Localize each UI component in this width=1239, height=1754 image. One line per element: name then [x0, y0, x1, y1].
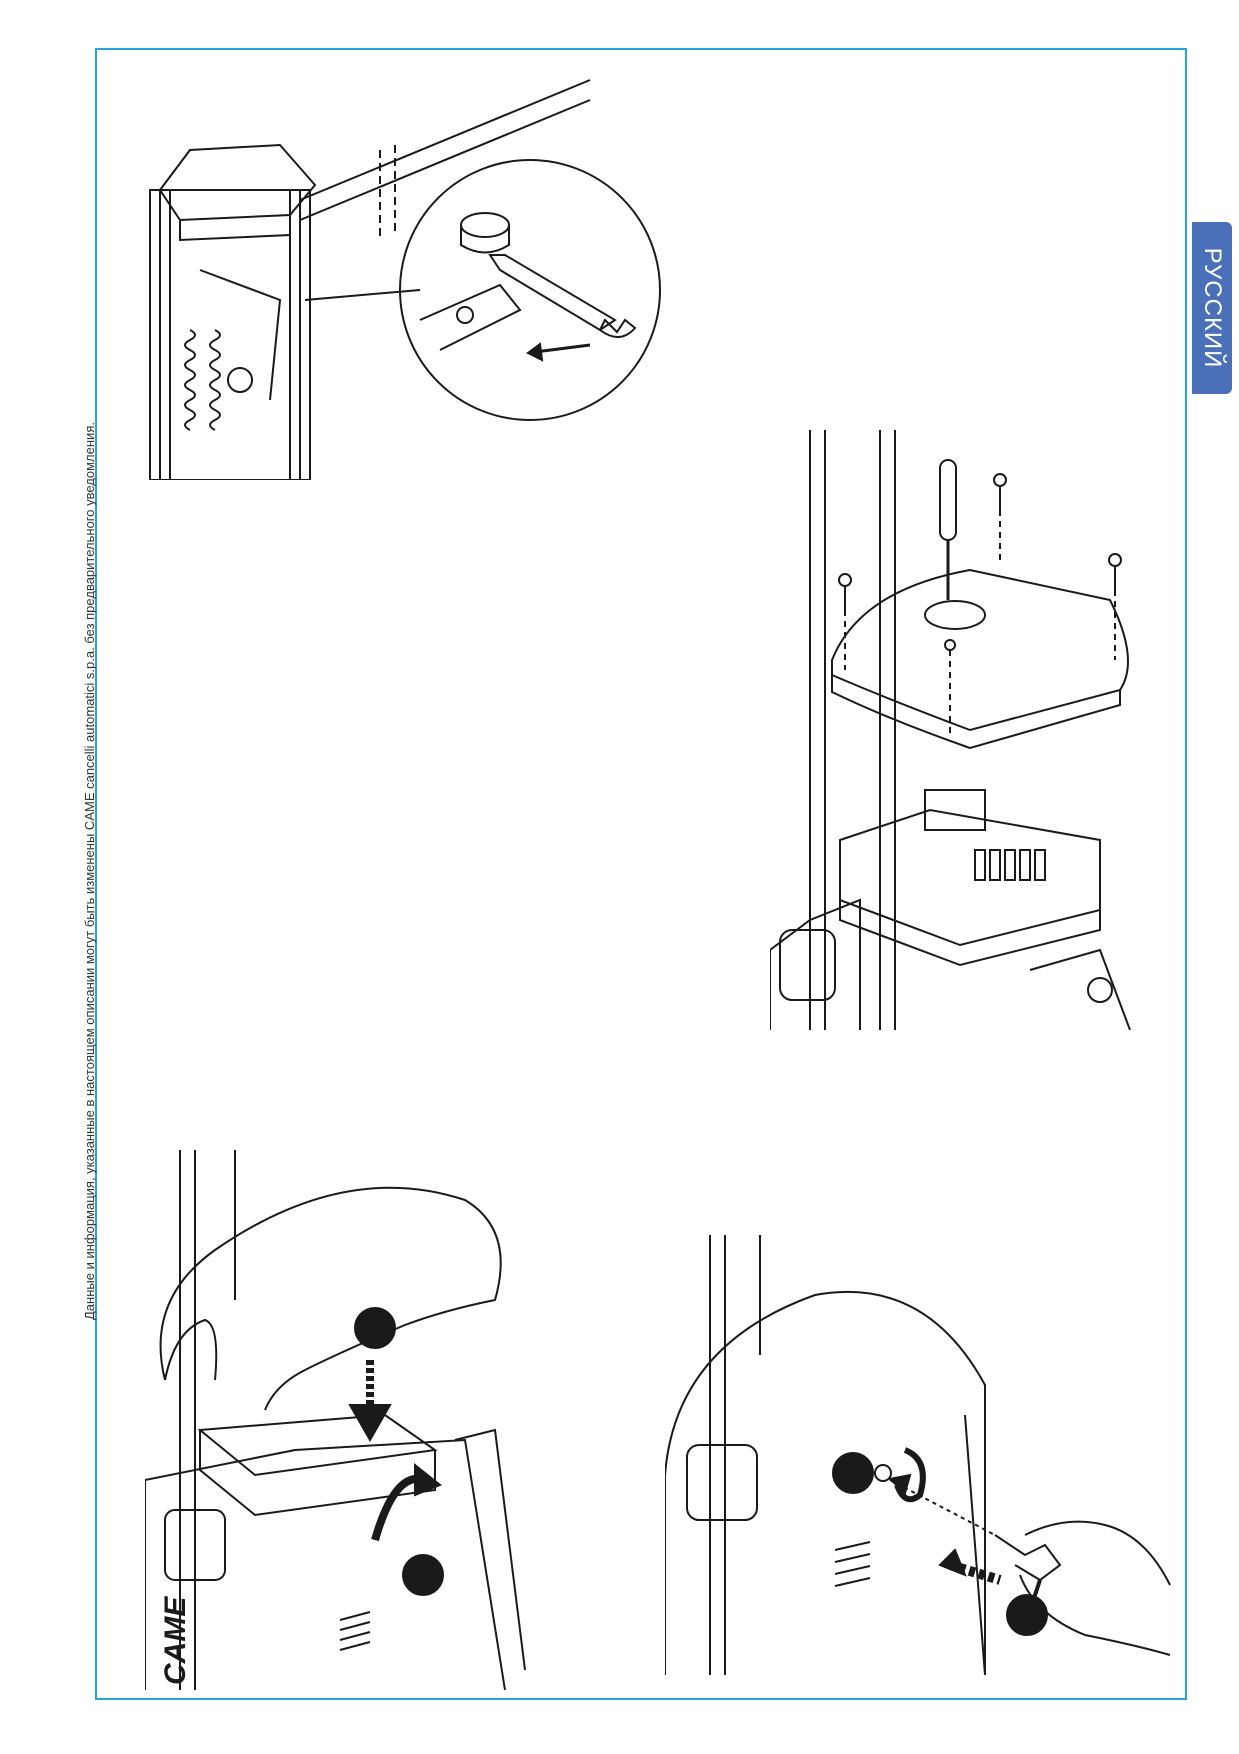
arrow-down-icon [348, 1360, 392, 1443]
screw-icon [838, 473, 1122, 735]
language-tab-label: РУССКИЙ [1199, 247, 1226, 369]
screwdriver-icon [939, 459, 957, 600]
figure-lock-key [665, 1235, 1185, 1675]
disclaimer-note: Данные и информация, указанные в настоящ… [82, 422, 97, 1320]
wrench-icon [488, 254, 637, 338]
figure-wrench-detail [120, 70, 720, 480]
brand-mark: CAME [159, 1596, 192, 1685]
language-tab[interactable]: РУССКИЙ [1192, 222, 1232, 394]
figure-dome-install: CAME [145, 1150, 565, 1690]
figure-cover-screws [770, 430, 1170, 1030]
page-frame [95, 48, 1187, 1700]
